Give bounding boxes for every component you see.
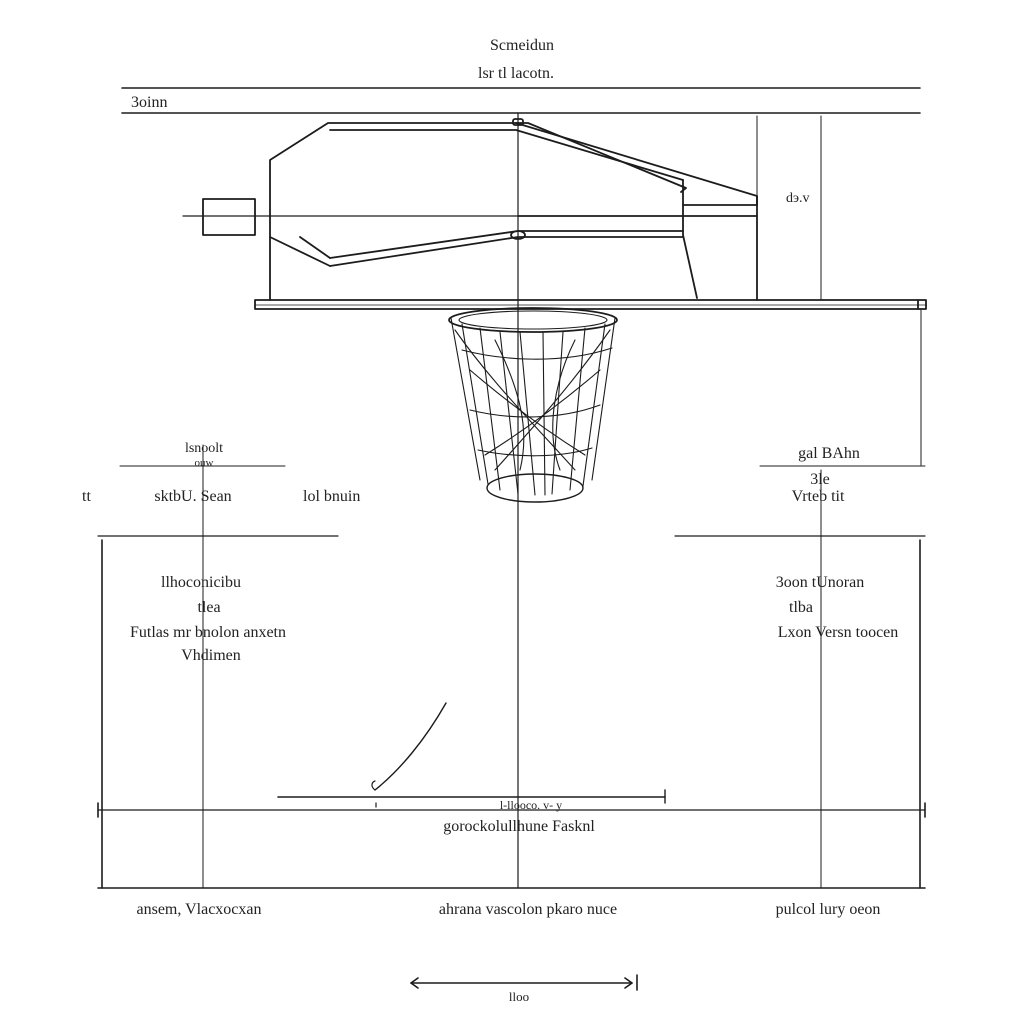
right-block-line-1: 3oon tUnoran [775,574,865,591]
scale-bar [410,974,638,991]
right-label-line-1: gal BAhn [798,445,860,462]
right-label-line-3: Vrteb tit [791,488,845,505]
drawing-title-line1: Sсmeidun [490,37,554,54]
right-block-line-3: Lxon Versn toocen [777,624,899,641]
left-block-line-4: Vhdimen [181,647,241,664]
basketball-net [448,307,618,503]
right-label-line-2: 3le [810,471,830,488]
free-throw-caption: gorockolullhune Fasknl [443,818,595,835]
mount-bracket [202,198,256,236]
footer-right-label: pulcol lury oeon [775,901,881,918]
court-frame [97,535,926,889]
drawing-title-line2: lsr tl lacotn. [478,65,554,82]
left-block-line-3: Futlas mr bnolon anxetn [130,624,286,641]
top-left-label: 3oinn [131,94,168,111]
left-mid-label: sktbU. Sean [154,488,232,505]
trajectory-curve [374,702,447,791]
free-throw-mark-label: l-llooco. v- y [499,798,563,812]
footer-center-label: ahrana vascolon pkaro nuce [438,901,618,918]
left-block-line-1: llhoconicibu [161,574,241,591]
right-block-line-2: tlba [789,599,813,616]
footer-left-label: ansem, Vlacxocxan [136,901,262,918]
left-side-label: lol bnuin [303,488,361,505]
backboard-housing [269,118,758,301]
scale-bar-label: lloo [508,989,530,1004]
left-block-line-2: tlea [197,599,221,616]
far-left-mark: tt [82,488,91,505]
support-beam [254,299,927,310]
left-small-label-2: ouw [194,457,214,469]
left-small-label-1: lsnoolt [184,441,224,456]
backboard-side-label: dэ.v [786,191,810,206]
trajectory-hook [371,780,376,791]
